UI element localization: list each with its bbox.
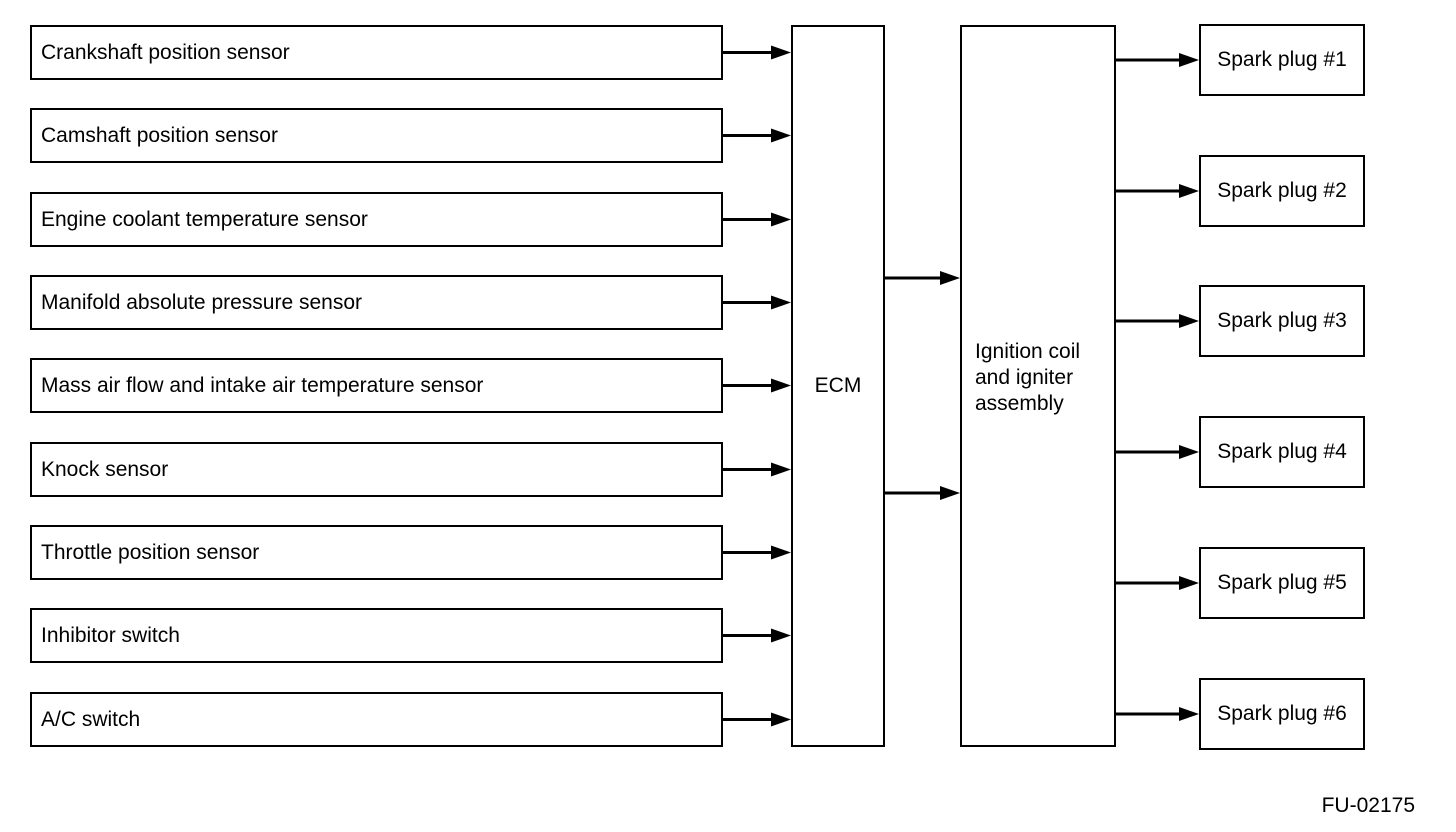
input-box: Camshaft position sensor: [30, 108, 723, 163]
spark-plug-box: Spark plug #5: [1199, 547, 1365, 619]
arrow: [1116, 53, 1199, 67]
input-box-label: Camshaft position sensor: [41, 123, 278, 147]
spark-plug-box-label: Spark plug #5: [1217, 571, 1347, 595]
spark-plug-box-label: Spark plug #1: [1217, 48, 1347, 72]
arrow: [723, 462, 791, 477]
input-box-label: Mass air flow and intake air temperature…: [41, 373, 484, 397]
arrow: [885, 271, 960, 285]
spark-plug-box: Spark plug #2: [1199, 155, 1365, 227]
input-box-label: Engine coolant temperature sensor: [41, 207, 368, 231]
spark-plug-box-label: Spark plug #2: [1217, 179, 1347, 203]
arrow: [1116, 707, 1199, 721]
spark-plug-box-label: Spark plug #3: [1217, 309, 1347, 333]
arrow: [723, 45, 791, 60]
arrow: [1116, 576, 1199, 590]
arrow: [723, 128, 791, 143]
ecm-box: ECM: [791, 25, 885, 747]
input-box-label: Crankshaft position sensor: [41, 40, 290, 64]
arrow: [1116, 445, 1199, 459]
input-box: Engine coolant temperature sensor: [30, 192, 723, 247]
input-box: Mass air flow and intake air temperature…: [30, 358, 723, 413]
arrow: [723, 712, 791, 727]
arrow: [723, 212, 791, 227]
arrow: [1116, 184, 1199, 198]
input-box-label: Throttle position sensor: [41, 540, 260, 564]
arrow: [1116, 314, 1199, 328]
spark-plug-box: Spark plug #1: [1199, 24, 1365, 96]
input-box: Crankshaft position sensor: [30, 25, 723, 80]
input-box: Throttle position sensor: [30, 525, 723, 580]
input-box: A/C switch: [30, 692, 723, 747]
arrow: [885, 486, 960, 500]
input-box-label: A/C switch: [41, 707, 141, 731]
arrow: [723, 295, 791, 310]
spark-plug-box: Spark plug #4: [1199, 416, 1365, 488]
arrow: [723, 628, 791, 643]
spark-plug-box-label: Spark plug #6: [1217, 702, 1347, 726]
input-box-label: Knock sensor: [41, 457, 169, 481]
input-box: Inhibitor switch: [30, 608, 723, 663]
spark-plug-box: Spark plug #3: [1199, 285, 1365, 357]
input-box-label: Manifold absolute pressure sensor: [41, 290, 363, 314]
arrow: [723, 378, 791, 393]
ecm-label: ECM: [814, 374, 862, 398]
input-box: Manifold absolute pressure sensor: [30, 275, 723, 330]
spark-plug-box: Spark plug #6: [1199, 678, 1365, 750]
arrow: [723, 545, 791, 560]
ignition-coil-igniter-assembly-label: Ignition coil and igniter assembly: [975, 340, 1081, 415]
input-box-label: Inhibitor switch: [41, 623, 180, 647]
input-box: Knock sensor: [30, 442, 723, 497]
figure-code: FU-02175: [1321, 794, 1415, 817]
spark-plug-box-label: Spark plug #4: [1217, 440, 1347, 464]
ignition-coil-igniter-assembly-box: Ignition coil and igniter assembly: [960, 25, 1116, 747]
